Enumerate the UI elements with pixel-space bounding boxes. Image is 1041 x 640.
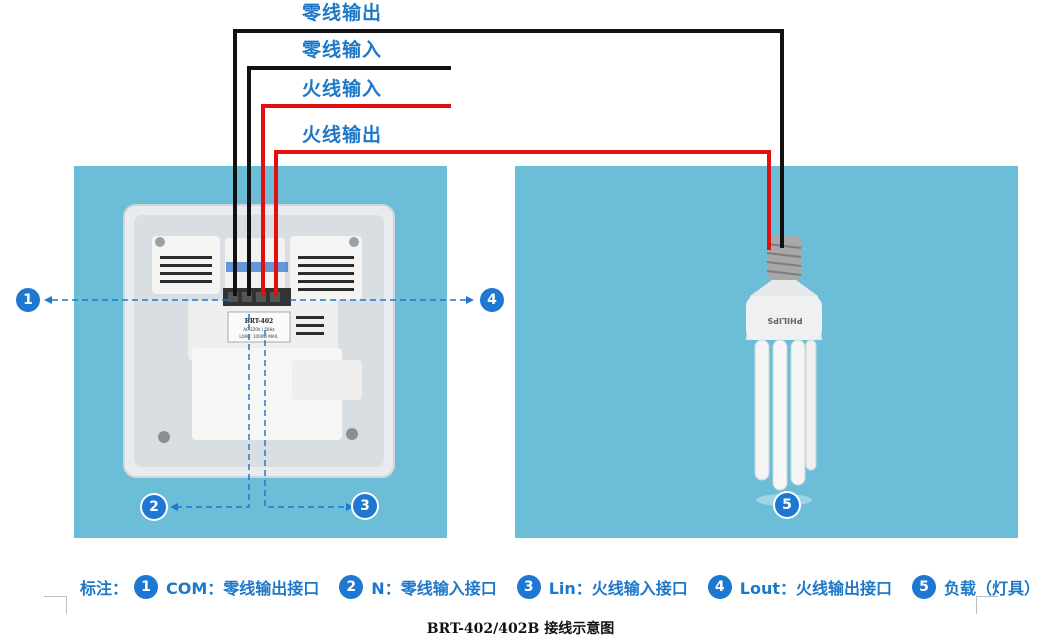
frame-mark-left-h — [44, 596, 66, 597]
legend-item-lout: 4 Lout：火线输出接口 — [707, 575, 893, 599]
frame-mark-left-v — [66, 596, 67, 614]
switch-device — [123, 204, 395, 478]
legend-text: N：零线输入接口 — [371, 579, 497, 598]
marker-5: 5 — [775, 493, 799, 517]
marker-1: 1 — [16, 288, 40, 312]
marker-4: 4 — [480, 288, 504, 312]
bulb-brand: PHILIPS — [767, 316, 802, 325]
arrowhead-2 — [170, 503, 178, 511]
wire-live-out — [274, 150, 771, 296]
label-live-in: 火线输入 — [302, 78, 383, 100]
model-label: BRT-402 — [245, 318, 273, 325]
legend-text: 负载（灯具） — [944, 579, 1041, 598]
frame-mark-right-v — [976, 596, 977, 614]
wire-neutral-out — [233, 29, 784, 296]
label-neutral-in: 零线输入 — [302, 39, 383, 61]
wire-neutral-in — [247, 66, 451, 296]
arrowhead-1 — [44, 296, 52, 304]
legend-text: Lin：火线输入接口 — [548, 579, 688, 598]
legend-item-com: 1 COM：零线输出接口 — [134, 575, 319, 599]
legend-num: 3 — [516, 575, 541, 599]
legend-lead: 标注： — [80, 579, 129, 598]
spec-line-1: AC 220V / 50Hz — [243, 327, 274, 332]
marker-3: 3 — [353, 494, 377, 518]
spec-line-2: LOAD: 1000W MAX. — [239, 334, 278, 339]
wire-live-in — [261, 104, 451, 296]
pointer-line-2 — [176, 314, 250, 508]
diagram-caption: BRT-402/402B 接线示意图 — [426, 621, 615, 637]
legend-text: Lout：火线输出接口 — [739, 579, 893, 598]
label-neutral-out: 零线输出 — [302, 2, 383, 24]
frame-mark-right-h — [976, 596, 998, 597]
light-bulb — [746, 236, 822, 506]
arrowhead-3 — [346, 503, 354, 511]
label-live-out: 火线输出 — [302, 124, 383, 146]
legend-num: 2 — [339, 575, 364, 599]
legend: 标注： 1 COM：零线输出接口 2 N：零线输入接口 3 Lin：火线输入接口… — [80, 574, 1040, 600]
legend-item-load: 5 负载（灯具） — [912, 575, 1040, 599]
legend-item-lin: 3 Lin：火线输入接口 — [516, 575, 688, 599]
legend-num: 1 — [134, 575, 159, 599]
legend-item-n: 2 N：零线输入接口 — [339, 575, 497, 599]
legend-text: COM：零线输出接口 — [166, 579, 320, 598]
pointer-line-3 — [264, 330, 348, 508]
marker-2: 2 — [142, 495, 166, 519]
legend-num: 4 — [707, 575, 732, 599]
legend-num: 5 — [912, 575, 937, 599]
arrowhead-4 — [466, 296, 474, 304]
